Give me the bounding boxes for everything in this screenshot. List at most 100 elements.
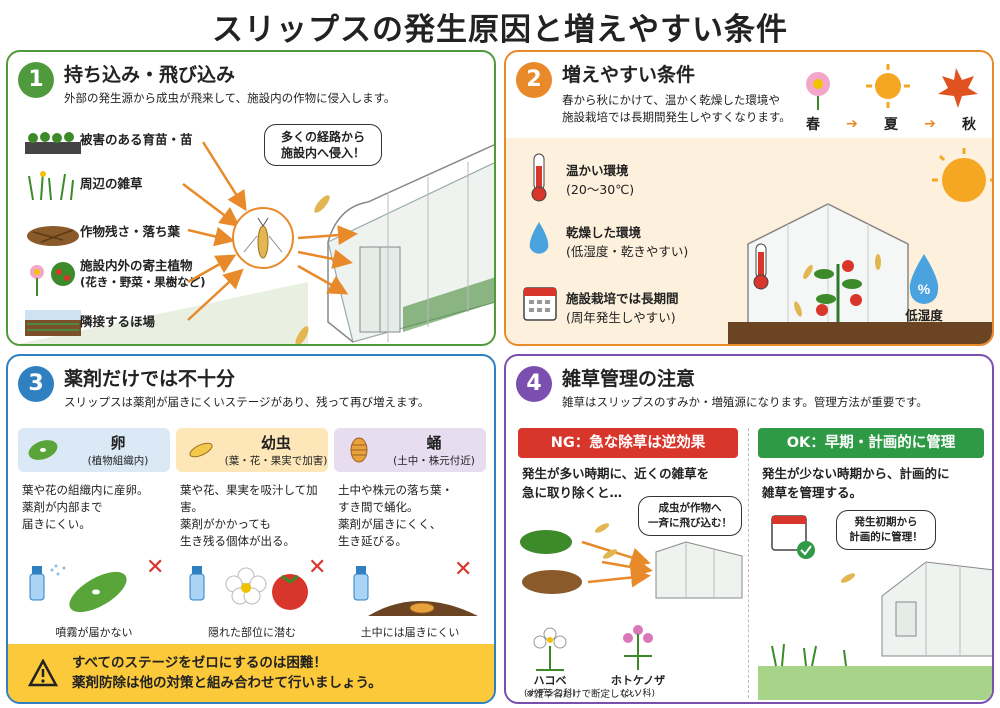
bubble-line: 計画的に管理！ <box>849 531 923 543</box>
cross-icon: ✕ <box>146 555 164 580</box>
thrips-insect-icon <box>243 217 283 259</box>
weed-name: ハコベ <box>533 674 567 687</box>
ng-speech-bubble: 成虫が作物へ 一斉に飛び込む！ <box>638 496 742 536</box>
weeds-icon <box>28 171 74 201</box>
warning-banner: すべてのステージをゼロにするのは困難！ 薬剤防除は他の対策と組み合わせて行いまし… <box>8 644 494 702</box>
ng-description: 発生が多い時期に、近くの雑草を 急に取り除くと… <box>522 464 709 502</box>
weed-management-illustration <box>520 515 992 700</box>
seedling-tray-icon <box>25 132 81 154</box>
source-label-weeds: 周辺の雑草 <box>80 176 143 191</box>
ng-line: 急に取り除くと… <box>522 485 623 500</box>
pupa-in-soil-icon <box>409 602 435 614</box>
panel-introduction: 1 持ち込み・飛び込み 外部の発生源から成虫が飛来して、施設内の作物に侵入します… <box>6 50 496 346</box>
condition-dry-line2: (低湿度・乾きやすい) <box>566 244 689 259</box>
thermometer-icon <box>753 243 769 290</box>
greenhouse-illustration <box>18 144 494 344</box>
panel-weed-management: 4 雑草管理の注意 雑草はスリップスのすみか・増殖源になります。管理方法が重要で… <box>504 354 994 704</box>
flower-icon <box>225 567 267 605</box>
ok-speech-bubble: 発生初期から 計画的に管理！ <box>836 510 936 550</box>
warning-icon <box>28 659 58 687</box>
humidity-symbol: % <box>918 281 931 297</box>
thermometer-icon <box>531 153 547 202</box>
stage-header: 幼虫 (葉・花・果実で加害) <box>176 428 328 472</box>
henbit-icon <box>623 625 653 670</box>
weeds-icon <box>771 643 847 667</box>
crop-residue-icon <box>27 226 79 246</box>
host-plants-icon <box>30 262 75 296</box>
cross-icon: ✕ <box>454 557 472 582</box>
condition-longterm-line2: (周年発生しやすい) <box>566 310 676 325</box>
stage-header: 蛹(土中・株元付近) <box>334 428 486 472</box>
stage-desc: 薬剤がかかっても <box>180 517 271 531</box>
invasion-arrows <box>182 141 358 344</box>
leaf-egg-icon <box>28 440 58 460</box>
stage-header: 卵(植物組織内) <box>18 428 170 472</box>
mowed-grass <box>758 666 992 700</box>
stage-sub: (葉・花・果実で加害) <box>224 455 328 467</box>
larva-icon <box>189 442 213 458</box>
field-icon <box>25 310 81 336</box>
panel-description-line: 春から秋にかけて、温かく乾燥した環境や <box>562 93 780 107</box>
panel-heading: 持ち込み・飛び込み <box>64 64 236 86</box>
invasion-speech-bubble: 多くの経路から 施設内へ侵入！ <box>264 124 382 166</box>
spray-bottle-icon <box>189 566 205 601</box>
source-field <box>18 306 88 340</box>
warning-line: 薬剤防除は他の対策と組み合わせて行いましょう。 <box>72 675 382 691</box>
panel-description: 雑草はスリップスのすみか・増殖源になります。管理方法が重要です。 <box>562 395 928 409</box>
stage-desc: すき間で蛹化。 <box>338 500 419 514</box>
season-spring: 春 <box>806 117 820 133</box>
stage-desc: 葉や花、果実を吸汁して加害。 <box>180 483 318 514</box>
stage-name: 卵 <box>110 434 126 452</box>
water-drop-icon <box>909 254 939 304</box>
page-title: スリップスの発生原因と増えやすい条件 <box>212 12 788 48</box>
humidity-label: 低湿度 <box>904 308 943 323</box>
panel-number: 3 <box>18 366 54 402</box>
source-residue <box>18 216 88 250</box>
spray-illustrations: ✕ ✕ ✕ <box>29 555 478 616</box>
panel-description: スリップスは薬剤が届きにくいステージがあり、残って再び増えます。 <box>64 395 430 409</box>
panel-number: 4 <box>516 366 552 402</box>
spray-bottle-icon <box>29 566 45 601</box>
ng-header: NG：急な除草は逆効果 <box>518 428 738 458</box>
panel-heading: 増えやすい条件 <box>562 64 696 86</box>
weed-family: (シソ科) <box>620 689 656 699</box>
panel-description: 外部の発生源から成虫が飛来して、施設内の作物に侵入します。 <box>64 91 396 105</box>
flying-thrips-icon <box>314 195 330 213</box>
sun-icon <box>866 64 910 108</box>
panel-description-line: 施設栽培では長期間発生しやすくなります。 <box>562 110 791 124</box>
stage-sub: (土中・株元付近) <box>393 455 475 467</box>
flower-icon <box>806 72 830 110</box>
bubble-line: 成虫が作物へ <box>658 502 722 514</box>
stage-desc: 薬剤が内部まで <box>22 500 103 514</box>
source-host-plants <box>18 258 88 298</box>
stage-desc: 薬剤が届きにくく、 <box>338 517 442 531</box>
arrow-icon: ➔ <box>924 116 936 132</box>
arrow-icon: ➔ <box>846 116 858 132</box>
source-label-host-plants-sub: (花き・野菜・果樹など) <box>80 275 206 289</box>
season-summer: 夏 <box>883 117 898 133</box>
stage-desc: 土中や株元の落ち葉・ <box>338 483 453 497</box>
bubble-line: 施設内へ侵入！ <box>280 146 365 160</box>
season-sequence: 春 ➔ 夏 ➔ 秋 <box>796 114 986 134</box>
stage-desc: 生き残る個体が出る。 <box>180 534 295 548</box>
calendar-check-icon <box>771 515 815 559</box>
chickweed-icon <box>533 627 567 671</box>
source-label-field: 隣接するほ場 <box>80 314 156 329</box>
stage-desc: 葉や花の組織内に産卵。 <box>22 483 149 497</box>
cross-icon: ✕ <box>308 555 326 580</box>
calendar-icon <box>523 287 557 321</box>
panel-conditions: 2 増えやすい条件 春から秋にかけて、温かく乾燥した環境や 施設栽培では長期間発… <box>504 50 994 346</box>
source-label-residue: 作物残さ・落ち葉 <box>80 224 181 239</box>
ng-line: 発生が多い時期に、近くの雑草を <box>522 466 710 481</box>
stage-name: 幼虫 <box>260 434 291 452</box>
bubble-line: 一斉に飛び込む！ <box>648 517 732 529</box>
condition-warm-line1: 温かい環境 <box>566 163 629 178</box>
ok-line: 雑草を管理する。 <box>762 485 863 500</box>
ok-header: OK：早期・計画的に管理 <box>758 428 984 458</box>
tomato-plant-icon <box>814 260 862 322</box>
weed-name: ホトケノザ <box>610 674 666 687</box>
spray-bottle-icon <box>353 566 369 601</box>
warning-line: すべてのステージをゼロにするのは困難！ <box>72 655 327 671</box>
sun-icon <box>932 148 992 202</box>
stage-caption: 土中には届きにくい <box>360 626 460 639</box>
